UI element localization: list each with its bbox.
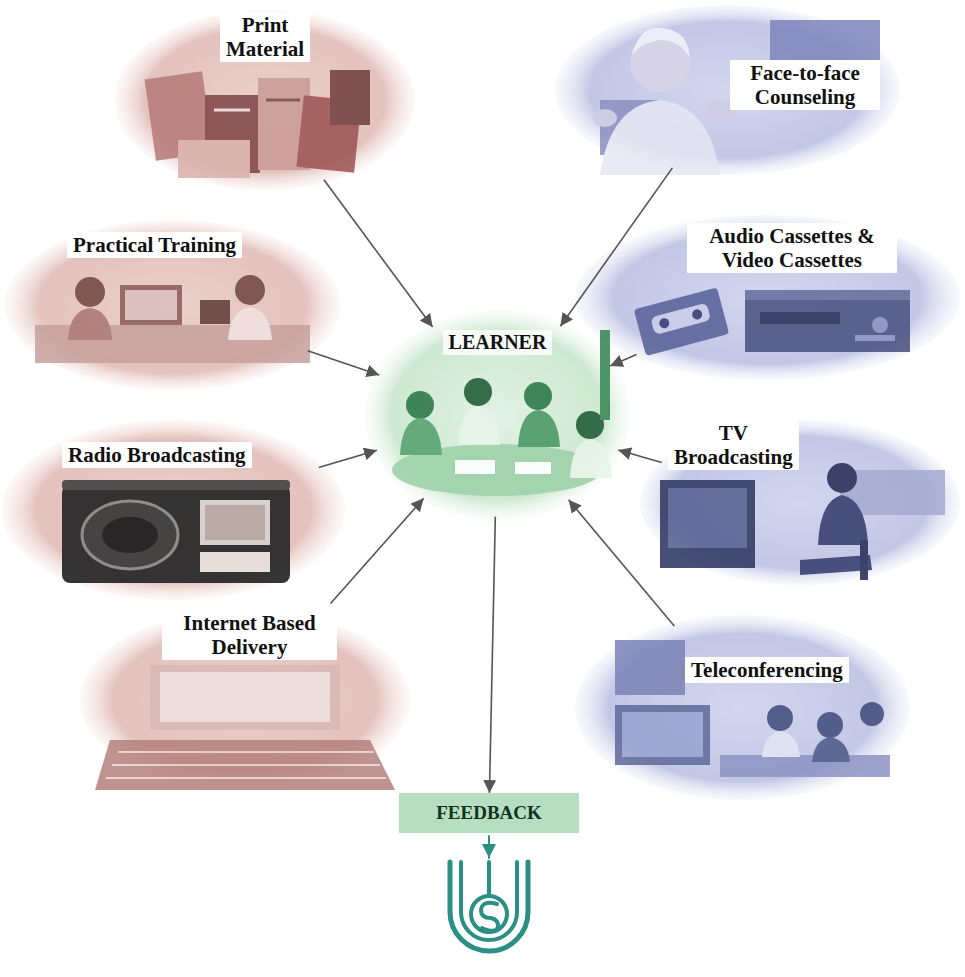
tv-picture-part	[827, 463, 857, 493]
internet-picture-part	[118, 751, 374, 753]
ellipse-fill	[640, 420, 960, 585]
learner-picture-part	[455, 460, 495, 474]
ellipse-fill	[115, 10, 415, 190]
arrow-connector	[324, 180, 433, 327]
medium-label: LEARNER	[443, 330, 553, 355]
practical-training-picture-part	[235, 275, 265, 305]
learner-picture-part	[576, 411, 604, 439]
arrow-connector	[319, 450, 377, 467]
ellipse-fill	[575, 615, 910, 800]
learner-picture-part	[406, 391, 434, 419]
ignou-logo-part	[488, 836, 490, 858]
tv-picture-part	[660, 480, 755, 568]
tv-picture-part	[668, 488, 747, 548]
teleconferencing-picture-part	[615, 705, 710, 765]
ignou-logo-part	[450, 862, 528, 951]
practical-training-picture-part	[120, 285, 182, 325]
learner-picture-part	[515, 462, 551, 474]
internet-picture-part	[160, 672, 330, 722]
practical-training-picture-part	[200, 300, 230, 324]
medium-label: Practical Training	[67, 232, 242, 258]
medium-label: Audio Cassettes & Video Cassettes	[687, 223, 897, 273]
medium-label: Radio Broadcasting	[62, 442, 252, 468]
teleconferencing-picture-part	[767, 705, 793, 731]
arrow-connector	[489, 517, 495, 793]
internet-picture-part	[106, 777, 386, 779]
cassettes-picture-part-part	[691, 308, 703, 320]
medium-label: Internet Based Delivery	[162, 610, 337, 660]
ellipse-fill	[365, 310, 630, 520]
arrow-connector	[618, 450, 662, 463]
ellipse-fill	[5, 220, 340, 390]
teleconferencing-picture-part	[860, 702, 884, 726]
medium-label: Teleconferencing	[685, 657, 849, 683]
radio-picture-part	[205, 505, 265, 540]
counseling-picture-part	[593, 109, 617, 127]
box-fill	[399, 793, 579, 833]
radio-picture-part	[62, 480, 290, 490]
tv-picture-part	[860, 540, 868, 580]
medium-label: TV Broadcasting	[668, 420, 799, 470]
ellipse-fill	[555, 5, 900, 175]
ellipse-fill	[80, 610, 410, 790]
arrow-connector	[308, 351, 380, 375]
internet-picture-part	[112, 764, 380, 766]
feedback-label: FEEDBACK	[430, 801, 548, 825]
ignou-logo	[450, 836, 528, 951]
feedback-box: FEEDBACK	[399, 793, 579, 833]
teleconferencing-picture-part	[720, 755, 890, 777]
print-material-picture-part	[266, 99, 300, 102]
radio-picture-part	[102, 517, 158, 553]
ignou-logo-part	[471, 896, 507, 932]
teleconferencing-picture-part	[615, 640, 685, 695]
cassettes-picture-part	[872, 317, 888, 333]
radio-picture-part	[200, 552, 270, 572]
cassettes-picture-part-part	[658, 317, 670, 329]
teleconferencing-picture-part	[622, 712, 703, 757]
practical-training-picture-part	[75, 277, 105, 307]
practical-training-picture-part	[125, 290, 177, 320]
cassettes-picture-part	[745, 290, 910, 352]
ignou-logo-part	[461, 862, 517, 940]
radio-picture-part	[62, 485, 290, 583]
arrow-connector	[610, 355, 636, 366]
cassettes-picture-part-part	[650, 303, 711, 335]
medium-label: Print Material	[220, 12, 310, 62]
medium-label: Face-to-face Counseling	[730, 60, 880, 110]
learner-picture-part	[464, 378, 492, 406]
print-material-picture-part	[214, 109, 250, 112]
print-material-picture-part	[330, 70, 370, 125]
print-material-picture-part	[178, 140, 250, 178]
learner-picture-part	[600, 330, 610, 420]
radio-picture-part	[82, 501, 178, 569]
radio-picture-part	[200, 500, 270, 545]
learner-picture-part	[524, 382, 552, 410]
teleconferencing-picture-part	[817, 712, 843, 738]
radio-picture	[62, 480, 290, 583]
ellipse-fill	[2, 420, 345, 600]
cassettes-picture-part	[745, 290, 910, 300]
ellipse-fill	[575, 215, 960, 380]
internet-picture-part	[150, 665, 340, 730]
cassettes-picture-part	[760, 312, 840, 324]
cassettes-picture-part	[855, 335, 895, 341]
ignou-logo-part	[481, 903, 498, 931]
ignou-logo-part	[487, 862, 491, 896]
internet-picture-part	[95, 740, 395, 790]
